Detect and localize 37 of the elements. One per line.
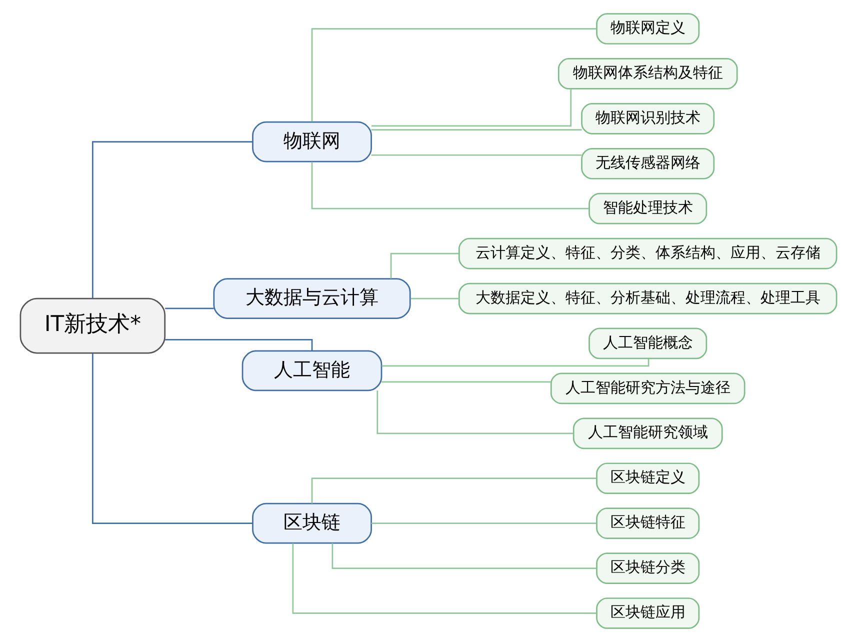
connector [382, 381, 551, 383]
node-box: 物联网识别技术 [581, 103, 715, 134]
connector [165, 308, 214, 310]
node-box: 区块链分类 [596, 552, 700, 584]
node-box: 无线传感器网络 [581, 148, 715, 180]
connector [311, 28, 596, 122]
node-box: 智能处理技术 [588, 192, 708, 224]
node-box: 区块链特征 [596, 508, 700, 539]
node-box: 物联网定义 [596, 13, 700, 44]
node-box: 人工智能 [242, 350, 382, 392]
connector [311, 162, 589, 210]
connector [371, 129, 582, 130]
connector [92, 353, 253, 524]
connector [382, 358, 650, 367]
connector [292, 543, 597, 614]
node-box: 大数据定义、特征、分析基础、处理流程、处理工具 [458, 282, 838, 314]
node-box: 物联网体系结构及特征 [558, 58, 738, 90]
node-box: 物联网 [252, 121, 372, 162]
connector [332, 543, 596, 569]
connector [371, 522, 596, 524]
connector [376, 390, 574, 434]
node-box: 人工智能研究领域 [572, 418, 723, 450]
node-box: 区块链 [252, 502, 372, 544]
node-box: 大数据与云计算 [213, 278, 411, 319]
node-box: 区块链定义 [596, 462, 700, 494]
connector [311, 478, 596, 504]
node-box: 区块链应用 [596, 598, 700, 629]
connector [165, 339, 313, 351]
node-box: IT新技术* [20, 298, 166, 354]
node-box: 人工智能研究方法与途径 [550, 372, 746, 404]
connector [92, 141, 253, 298]
connector [371, 154, 582, 156]
node-box: 云计算定义、特征、分类、体系结构、应用、云存储 [458, 238, 838, 270]
connector [371, 89, 572, 127]
connector [390, 252, 459, 279]
node-box: 人工智能概念 [588, 328, 708, 360]
connector [410, 298, 460, 300]
